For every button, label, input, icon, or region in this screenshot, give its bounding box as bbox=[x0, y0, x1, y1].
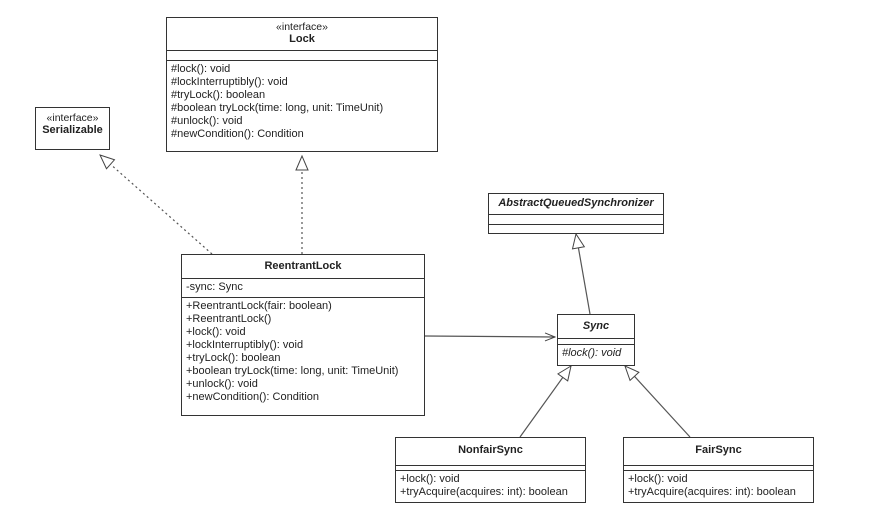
realization-serializable bbox=[100, 155, 213, 255]
lock-op: #newCondition(): Condition bbox=[171, 128, 304, 140]
generalization-aqs bbox=[576, 234, 591, 315]
sync-operations: #lock(): void bbox=[558, 345, 634, 363]
lock-operations: #lock(): void #lockInterruptibly(): void… bbox=[167, 61, 437, 144]
fair-sync-op: +tryAcquire(acquires: int): boolean bbox=[628, 486, 796, 498]
nonfair-sync-header: NonfairSync bbox=[396, 438, 585, 466]
sync-attributes bbox=[558, 339, 634, 345]
lock-op: #lock(): void bbox=[171, 63, 231, 75]
fair-sync-class-box: FairSync +lock(): void +tryAcquire(acqui… bbox=[623, 437, 814, 503]
aqs-operations bbox=[489, 225, 663, 232]
lock-interface-box: «interface» Lock #lock(): void #lockInte… bbox=[166, 17, 438, 152]
nonfair-sync-op: +lock(): void bbox=[400, 473, 460, 485]
reentrant-lock-class-box: ReentrantLock -sync: Sync +ReentrantLock… bbox=[181, 254, 425, 416]
serializable-stereotype: «interface» bbox=[46, 112, 99, 124]
nonfair-sync-class-box: NonfairSync +lock(): void +tryAcquire(ac… bbox=[395, 437, 586, 503]
reentrant-lock-op: +lockInterruptibly(): void bbox=[186, 339, 304, 351]
lock-name: Lock bbox=[289, 33, 315, 45]
lock-op: #tryLock(): boolean bbox=[171, 89, 266, 101]
serializable-interface-box: «interface» Serializable bbox=[35, 107, 110, 150]
sync-name: Sync bbox=[582, 320, 610, 332]
nonfair-sync-name: NonfairSync bbox=[458, 444, 523, 456]
reentrant-lock-operations: +ReentrantLock(fair: boolean) +Reentrant… bbox=[182, 298, 424, 407]
nonfair-sync-operations: +lock(): void +tryAcquire(acquires: int)… bbox=[396, 471, 585, 502]
aqs-header: AbstractQueuedSynchronizer bbox=[489, 194, 663, 215]
aqs-class-box: AbstractQueuedSynchronizer bbox=[488, 193, 664, 234]
sync-header: Sync bbox=[558, 315, 634, 339]
generalization-nonfair bbox=[519, 366, 571, 438]
lock-op: #lockInterruptibly(): void bbox=[171, 76, 288, 88]
reentrant-lock-op: +newCondition(): Condition bbox=[186, 391, 319, 403]
lock-header: «interface» Lock bbox=[167, 18, 437, 51]
serializable-name: Serializable bbox=[42, 124, 103, 136]
generalization-fair bbox=[625, 366, 691, 438]
association-sync bbox=[424, 336, 555, 337]
reentrant-lock-op: +lock(): void bbox=[186, 326, 246, 338]
reentrant-lock-name: ReentrantLock bbox=[264, 260, 342, 272]
reentrant-lock-op: +unlock(): void bbox=[186, 378, 258, 390]
fair-sync-attributes bbox=[624, 466, 813, 471]
reentrant-lock-op: +boolean tryLock(time: long, unit: TimeU… bbox=[186, 365, 399, 377]
sync-class-box: Sync #lock(): void bbox=[557, 314, 635, 366]
nonfair-sync-attributes bbox=[396, 466, 585, 471]
fair-sync-name: FairSync bbox=[695, 444, 742, 456]
lock-stereotype: «interface» bbox=[276, 21, 328, 33]
aqs-attributes bbox=[489, 215, 663, 225]
serializable-header: «interface» Serializable bbox=[36, 108, 109, 141]
reentrant-lock-attributes: -sync: Sync bbox=[182, 279, 424, 298]
lock-attributes bbox=[167, 51, 437, 61]
fair-sync-op: +lock(): void bbox=[628, 473, 688, 485]
reentrant-lock-op: +ReentrantLock() bbox=[186, 313, 272, 325]
aqs-name: AbstractQueuedSynchronizer bbox=[498, 197, 654, 209]
lock-op: #boolean tryLock(time: long, unit: TimeU… bbox=[171, 102, 384, 114]
reentrant-lock-header: ReentrantLock bbox=[182, 255, 424, 279]
fair-sync-header: FairSync bbox=[624, 438, 813, 466]
reentrant-lock-op: +ReentrantLock(fair: boolean) bbox=[186, 300, 332, 312]
sync-op: #lock(): void bbox=[562, 347, 622, 359]
fair-sync-operations: +lock(): void +tryAcquire(acquires: int)… bbox=[624, 471, 813, 502]
reentrant-lock-op: +tryLock(): boolean bbox=[186, 352, 281, 364]
lock-op: #unlock(): void bbox=[171, 115, 243, 127]
reentrant-lock-attr: -sync: Sync bbox=[186, 281, 243, 293]
nonfair-sync-op: +tryAcquire(acquires: int): boolean bbox=[400, 486, 568, 498]
